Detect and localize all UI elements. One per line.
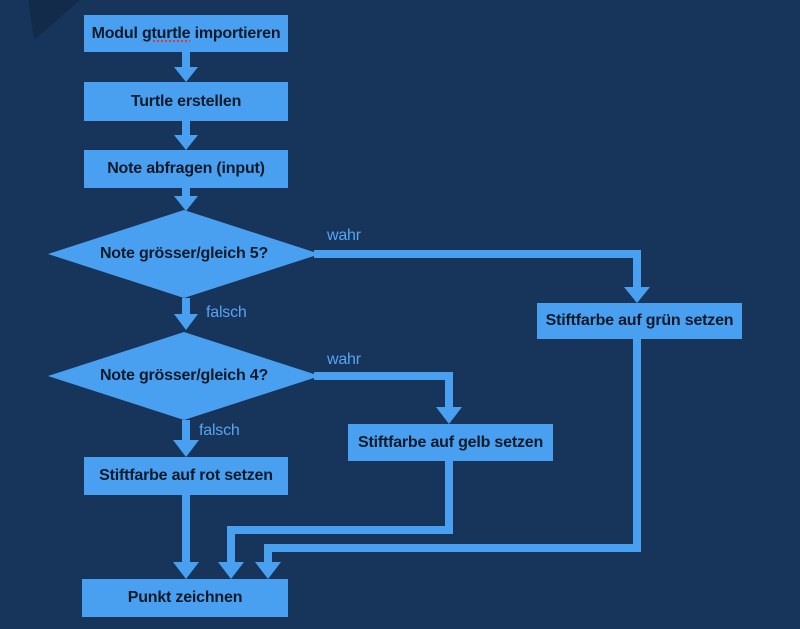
edge-green-punkt-vline2 [264,552,272,562]
misspelled-word: gturtle [141,24,191,42]
edge-label-falsch-2: falsch [199,422,240,439]
edge-decision4-true-hline [314,372,452,380]
node-pen-green: Stiftfarbe auf grün setzen [537,303,742,339]
edge-decision4-false-line [182,420,190,440]
edge-label-wahr-1: wahr [327,227,361,244]
edge-yellow-punkt-vline1 [445,461,453,534]
arrowhead-down-icon [436,407,462,424]
node-pen-green-label: Stiftfarbe auf grün setzen [545,312,734,330]
node-create-turtle: Turtle erstellen [84,82,288,121]
arrowhead-down-icon [255,562,281,579]
node-create-turtle-label: Turtle erstellen [130,92,242,110]
edge-yellow-punkt-hline [227,526,453,534]
edge-red-punkt-vline [182,495,190,562]
edge-yellow-punkt-vline2 [227,534,235,562]
edge-turtle-note-line [182,121,190,135]
corner-shadow-artifact [28,0,80,40]
decision-grade-gte-5: Note grösser/gleich 5? [48,210,320,298]
edge-label-wahr-2: wahr [327,351,361,368]
node-draw-point-label: Punkt zeichnen [127,589,243,607]
arrowhead-down-icon [173,440,199,457]
node-pen-red-label: Stiftfarbe auf rot setzen [99,467,273,485]
node-pen-yellow-label: Stiftfarbe auf gelb setzen [357,433,544,451]
arrowhead-down-icon [624,287,650,303]
edge-decision5-true-vline [633,250,641,287]
edge-decision4-true-vline [445,372,453,407]
edge-import-turtle-line [182,52,190,67]
arrowhead-down-icon [174,314,198,330]
node-draw-point: Punkt zeichnen [82,579,288,617]
edge-note-decision5-line [182,188,190,196]
node-import-label: Modul gturtle importieren [91,24,281,42]
decision-grade-gte-5-label: Note grösser/gleich 5? [99,245,269,263]
edge-decision5-true-hline [314,250,641,258]
decision-grade-gte-4: Note grösser/gleich 4? [48,332,320,420]
node-pen-yellow: Stiftfarbe auf gelb setzen [348,424,553,461]
node-ask-grade: Note abfragen (input) [84,150,288,188]
node-pen-red: Stiftfarbe auf rot setzen [84,457,288,495]
arrowhead-down-icon [174,135,198,150]
edge-green-punkt-hline [264,544,641,552]
edge-decision5-false-line [182,298,190,314]
arrowhead-down-icon [174,196,198,211]
arrowhead-down-icon [218,562,244,579]
arrowhead-down-icon [174,67,198,82]
edge-green-punkt-vline1 [633,339,641,552]
node-ask-grade-label: Note abfragen (input) [107,160,265,178]
edge-label-falsch-1: falsch [206,304,247,321]
node-import-module: Modul gturtle importieren [84,15,288,52]
arrowhead-down-icon [173,562,199,579]
decision-grade-gte-4-label: Note grösser/gleich 4? [99,367,269,385]
